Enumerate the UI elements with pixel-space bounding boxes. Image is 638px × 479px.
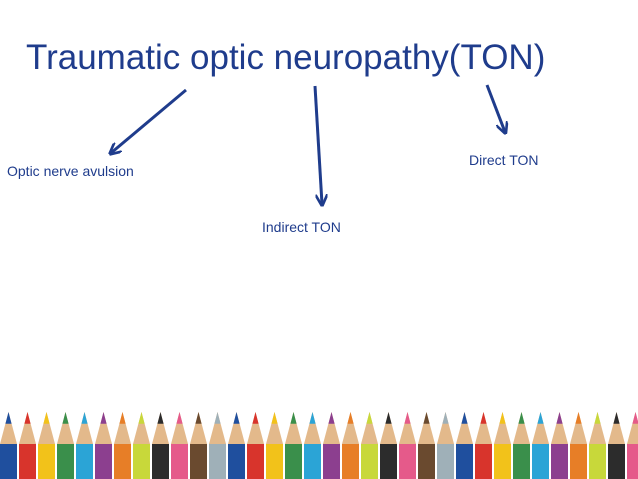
arrow-to-indirect bbox=[313, 85, 322, 204]
slide-title: Traumatic optic neuropathy(TON) bbox=[26, 38, 546, 77]
pencil-tip bbox=[62, 412, 69, 424]
pencil-body bbox=[209, 444, 226, 479]
pencil-tip bbox=[632, 412, 638, 424]
pencil-body bbox=[247, 444, 264, 479]
pencil-body bbox=[152, 444, 169, 479]
pencil-body bbox=[323, 444, 340, 479]
pencil-tip bbox=[404, 412, 411, 424]
pencil-tip bbox=[233, 412, 240, 424]
pencil-tip bbox=[575, 412, 582, 424]
pencil-body bbox=[475, 444, 492, 479]
arrow-to-avulsion bbox=[111, 88, 187, 153]
pencil-tip bbox=[499, 412, 506, 424]
pencil-tip bbox=[157, 412, 164, 424]
pencil-tip bbox=[347, 412, 354, 424]
pencil-body bbox=[418, 444, 435, 479]
pencil-body bbox=[513, 444, 530, 479]
pencil-body bbox=[532, 444, 549, 479]
pencil-tip bbox=[5, 412, 12, 424]
pencil-tip bbox=[43, 412, 50, 424]
pencil-body bbox=[437, 444, 454, 479]
pencil-body bbox=[342, 444, 359, 479]
pencil-body bbox=[57, 444, 74, 479]
pencil-body bbox=[95, 444, 112, 479]
pencil-body bbox=[456, 444, 473, 479]
pencil-body bbox=[399, 444, 416, 479]
pencil-body bbox=[266, 444, 283, 479]
branch-label-optic-nerve-avulsion: Optic nerve avulsion bbox=[7, 163, 134, 179]
pencil-body bbox=[76, 444, 93, 479]
pencil-body bbox=[570, 444, 587, 479]
pencil-body bbox=[304, 444, 321, 479]
pencil-tip bbox=[252, 412, 259, 424]
pencil-tip bbox=[594, 412, 601, 424]
pencil-tip bbox=[328, 412, 335, 424]
pencil-tip bbox=[461, 412, 468, 424]
arrow-to-direct bbox=[485, 84, 505, 132]
pencil-body bbox=[361, 444, 378, 479]
pencil-tip bbox=[385, 412, 392, 424]
pencil-body bbox=[228, 444, 245, 479]
pencil-tip bbox=[138, 412, 145, 424]
pencil-body bbox=[190, 444, 207, 479]
pencil-body bbox=[627, 444, 638, 479]
pencil-body bbox=[0, 444, 17, 479]
pencil-body bbox=[589, 444, 606, 479]
pencil-tip bbox=[613, 412, 620, 424]
pencil-body bbox=[171, 444, 188, 479]
pencil-tip bbox=[24, 412, 31, 424]
pencil-tip bbox=[214, 412, 221, 424]
pencil-body bbox=[285, 444, 302, 479]
pencil-tip bbox=[290, 412, 297, 424]
pencil-tip bbox=[366, 412, 373, 424]
pencil-tip bbox=[271, 412, 278, 424]
branch-label-direct-ton: Direct TON bbox=[469, 152, 539, 168]
pencil-body bbox=[608, 444, 625, 479]
pencil-tip bbox=[480, 412, 487, 424]
pencil-tip bbox=[537, 412, 544, 424]
pencil-tip bbox=[195, 412, 202, 424]
pencil-tip bbox=[442, 412, 449, 424]
colored-pencil-border bbox=[0, 412, 638, 479]
pencil-tip bbox=[556, 412, 563, 424]
pencil-body bbox=[380, 444, 397, 479]
pencil-tip bbox=[518, 412, 525, 424]
pencil-tip bbox=[119, 412, 126, 424]
pencil-body bbox=[494, 444, 511, 479]
pencil-tip bbox=[176, 412, 183, 424]
branch-label-indirect-ton: Indirect TON bbox=[262, 219, 341, 235]
pencil-tip bbox=[100, 412, 107, 424]
pencil-body bbox=[551, 444, 568, 479]
pencil-tip bbox=[81, 412, 88, 424]
pencil-body bbox=[38, 444, 55, 479]
pencil-body bbox=[133, 444, 150, 479]
pencil-body bbox=[19, 444, 36, 479]
pencil-body bbox=[114, 444, 131, 479]
pencil-tip bbox=[309, 412, 316, 424]
pencil-tip bbox=[423, 412, 430, 424]
